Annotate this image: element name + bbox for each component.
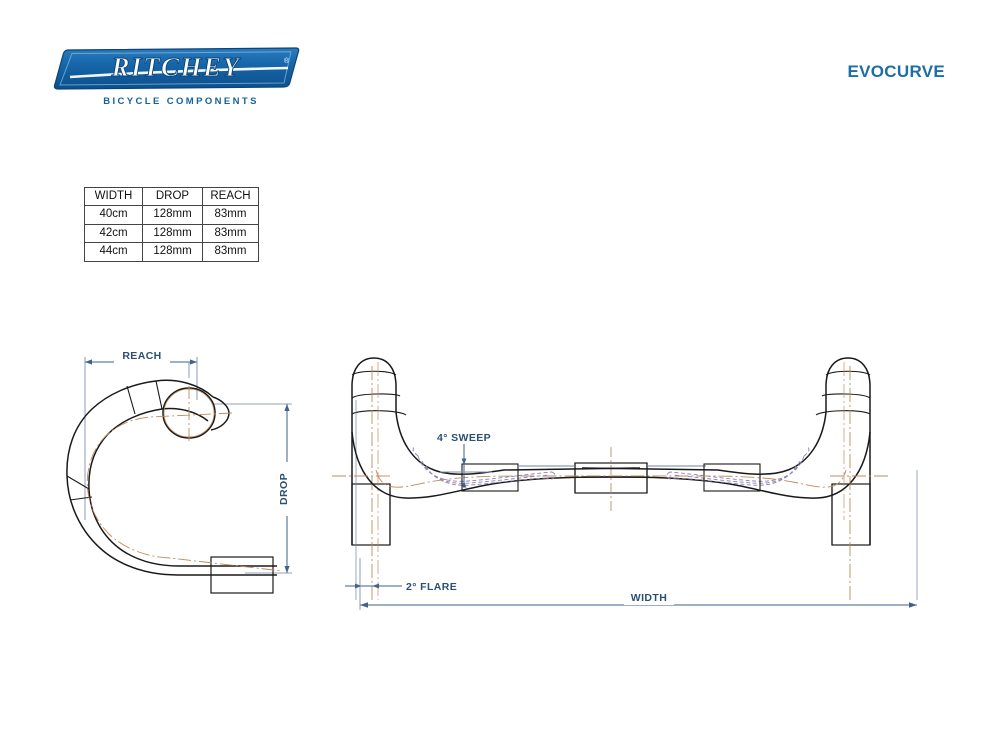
drop-dimension-label: DROP — [278, 473, 290, 505]
width-dimension: WIDTH — [359, 558, 917, 610]
cell-width: 44cm — [84, 242, 143, 262]
left-drop-end — [351, 357, 407, 600]
cell-reach: 83mm — [202, 242, 259, 262]
table-row: 42cm 128mm 83mm — [84, 223, 259, 244]
flare-annotation: 2° FLARE — [345, 581, 457, 593]
side-profile-view: REACH DROP — [66, 349, 294, 594]
page-header: RITCHEY ® BICYCLE COMPONENTS EVOCURVE — [0, 0, 1000, 140]
cell-drop: 128mm — [142, 242, 203, 262]
table-header-row: WIDTH DROP REACH — [84, 186, 259, 207]
svg-text:RITCHEY: RITCHEY — [110, 52, 241, 82]
column-header-reach: REACH — [202, 186, 259, 207]
flare-annotation-label: 2° FLARE — [406, 581, 457, 593]
column-header-width: WIDTH — [84, 186, 143, 207]
registered-trademark-icon: ® — [284, 57, 290, 65]
front-top-view: 4° SWEEP 2° FLARE WIDTH — [332, 357, 918, 610]
cell-drop: 128mm — [142, 205, 203, 225]
table-row: 40cm 128mm 83mm — [84, 205, 259, 225]
cell-drop: 128mm — [142, 223, 203, 244]
drop-dimension: DROP — [278, 404, 294, 573]
column-header-drop: DROP — [142, 186, 203, 207]
cell-reach: 83mm — [202, 205, 259, 225]
ritchey-logo: RITCHEY ® — [52, 46, 300, 90]
right-drop-end — [815, 357, 918, 600]
cell-width: 40cm — [84, 205, 143, 225]
cell-reach: 83mm — [202, 223, 259, 244]
sweep-annotation-label: 4° SWEEP — [437, 432, 491, 444]
table-row: 44cm 128mm 83mm — [84, 242, 259, 262]
sweep-annotation: 4° SWEEP — [437, 432, 492, 488]
cell-width: 42cm — [84, 223, 143, 244]
width-dimension-label: WIDTH — [631, 592, 667, 604]
spec-table: WIDTH DROP REACH 40cm 128mm 83mm 42cm 12… — [84, 186, 259, 262]
center-clamp-section — [518, 447, 706, 512]
product-name: EVOCURVE — [847, 62, 945, 81]
brand-tagline: BICYCLE COMPONENTS — [103, 96, 259, 107]
reach-dimension-label: REACH — [122, 350, 161, 362]
reach-dimension: REACH — [85, 349, 197, 365]
spec-table-container: WIDTH DROP REACH 40cm 128mm 83mm 42cm 12… — [84, 186, 259, 262]
